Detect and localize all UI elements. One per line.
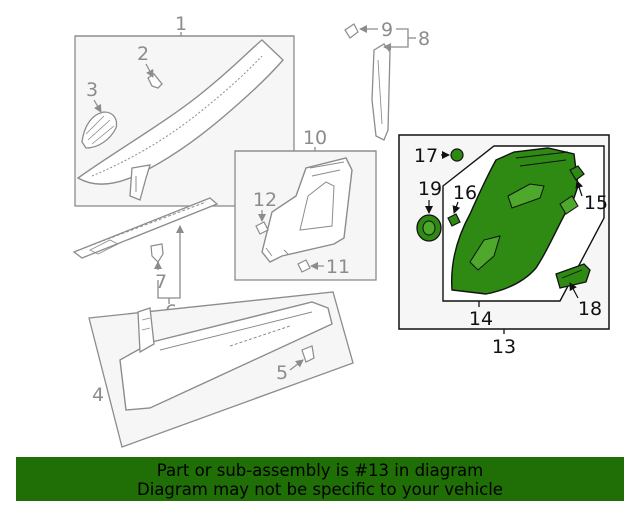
- callout-9: 9: [381, 19, 393, 41]
- callout-4: 4: [92, 384, 104, 406]
- callout-17: 17: [414, 145, 438, 167]
- panel-rocker-trim: 5 4: [88, 291, 354, 448]
- panel-quarter-trim: 17 19 16 15 18 14 13: [398, 134, 610, 358]
- clip-7-part: [150, 243, 164, 263]
- b-pillar-trim-part: [261, 157, 353, 263]
- quarter-trim-part: [450, 147, 579, 295]
- callout-16: 16: [453, 182, 477, 204]
- upper-pillar-trim-part: [371, 43, 391, 141]
- callout-11: 11: [326, 256, 350, 278]
- panel-a-pillar: 1 2 3: [74, 13, 295, 207]
- parts-diagram: 1 2 3 7 6 5: [72, 13, 610, 448]
- rocker-trim-part: [119, 301, 333, 411]
- front-sill-plate-part: [72, 197, 219, 259]
- callout-1: 1: [175, 13, 187, 35]
- handle-18-part: [555, 263, 591, 289]
- callout-12: 12: [253, 189, 277, 211]
- callout-14: 14: [469, 308, 493, 330]
- a-pillar-trim-part: [76, 39, 284, 201]
- banner-line-2: Diagram may not be specific to your vehi…: [137, 480, 503, 499]
- clip-5-part: [301, 345, 315, 363]
- clip-17-part: [450, 148, 464, 162]
- callout-7: 7: [155, 271, 167, 293]
- speaker-grille-3-part: [81, 111, 118, 149]
- c-pillar-upper-assembly: 9 8: [344, 19, 430, 141]
- callout-15: 15: [584, 192, 608, 214]
- panel-b-pillar: 10 12 11: [234, 127, 377, 281]
- clip-12-part: [255, 221, 269, 235]
- callout-13: 13: [492, 336, 516, 358]
- callout-5: 5: [276, 362, 288, 384]
- sill-plate-assembly: 7 6: [72, 197, 219, 323]
- callout-3: 3: [86, 79, 98, 101]
- callout-8: 8: [418, 28, 430, 50]
- banner-line-1: Part or sub-assembly is #13 in diagram: [156, 461, 484, 480]
- speaker-19-part: [416, 214, 442, 242]
- callout-18: 18: [578, 298, 602, 320]
- callout-10: 10: [303, 127, 327, 149]
- clip-16-part: [447, 213, 461, 227]
- clip-9-part: [344, 23, 359, 39]
- info-banner: Part or sub-assembly is #13 in diagram D…: [16, 457, 624, 501]
- callout-2: 2: [137, 43, 149, 65]
- clip-15-part: [569, 165, 585, 181]
- callout-19: 19: [418, 178, 442, 200]
